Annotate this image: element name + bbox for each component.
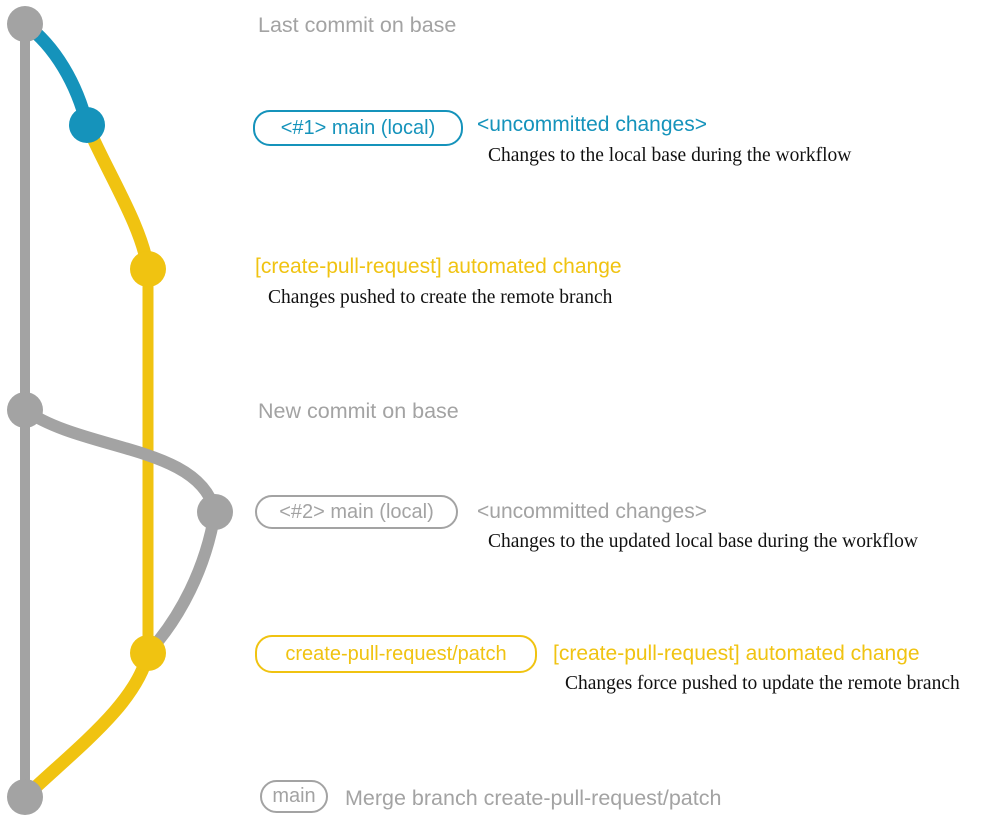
commit-dot-patch-2: [130, 635, 166, 671]
branch-badge-main-local-1-label: <#1> main (local): [280, 116, 436, 139]
commit-dot-last-base: [7, 6, 43, 42]
branch-badge-main: main: [260, 780, 328, 813]
patch-2-description: Changes force pushed to update the remot…: [565, 673, 960, 694]
branch-badge-main-local-2-label: <#2> main (local): [279, 500, 434, 523]
patch-1-commit-message: [create-pull-request] automated change: [255, 255, 622, 278]
commit-dot-main-local-1: [69, 107, 105, 143]
branch-badge-main-local-1: <#1> main (local): [253, 110, 463, 146]
patch-merge-line: [18, 646, 155, 804]
patch-rebase-line: [142, 506, 221, 659]
branch-badge-main-local-2: <#2> main (local): [255, 495, 458, 529]
patch-branch-create-line: [80, 118, 155, 276]
commit-dot-new-base: [7, 392, 43, 428]
merge-commit-label: Merge branch create-pull-request/patch: [345, 786, 722, 810]
patch-2-commit-message: [create-pull-request] automated change: [553, 642, 920, 665]
main-local-2-description: Changes to the updated local base during…: [488, 531, 918, 552]
main-local-2-status: <uncommitted changes>: [477, 500, 707, 523]
commit-dot-patch-1: [130, 251, 166, 287]
main-local-1-description: Changes to the local base during the wor…: [488, 145, 852, 166]
commit-dot-main-local-2: [197, 494, 233, 530]
branch-badge-patch-label: create-pull-request/patch: [285, 642, 507, 665]
last-commit-label: Last commit on base: [258, 13, 457, 37]
new-commit-label: New commit on base: [258, 399, 459, 423]
commit-dot-merge: [7, 779, 43, 815]
branch-badge-main-label: main: [272, 785, 316, 807]
branch-badge-patch: create-pull-request/patch: [255, 635, 537, 673]
patch-1-description: Changes pushed to create the remote bran…: [268, 287, 613, 308]
main-local-2-branch-line: [19, 404, 221, 518]
main-local-1-status: <uncommitted changes>: [477, 113, 707, 136]
